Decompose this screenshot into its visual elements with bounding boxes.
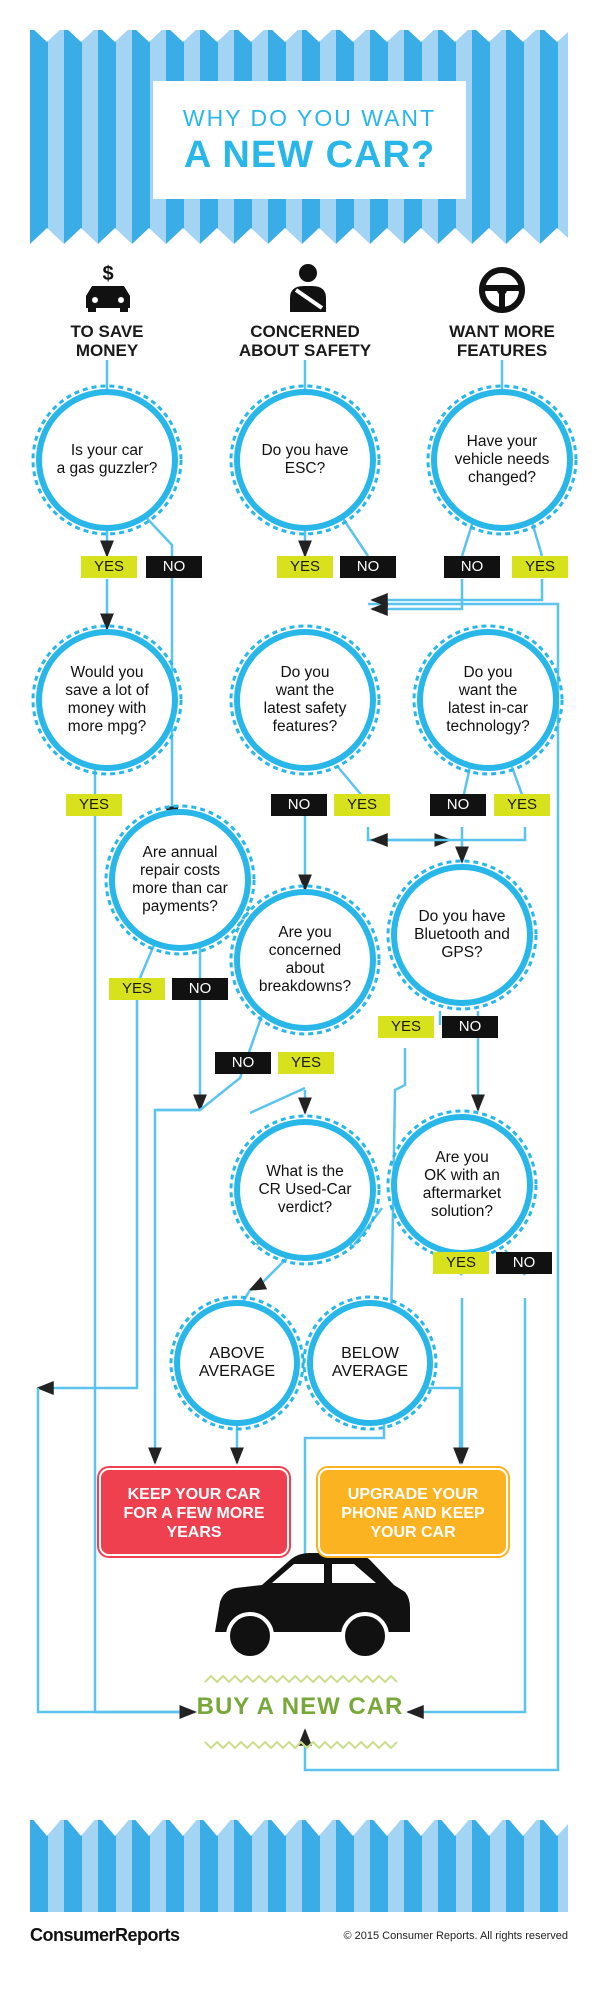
car-silhouette-icon xyxy=(215,1553,410,1660)
outcome-keep-car: KEEP YOUR CAR FOR A FEW MORE YEARS xyxy=(99,1468,289,1556)
circle-save-money xyxy=(31,624,183,776)
circle-gas-guzzler xyxy=(31,384,183,536)
circle-bluetooth-gps xyxy=(386,859,538,1011)
tag-no-in-car-tech: NO xyxy=(430,794,486,816)
tag-no-esc: NO xyxy=(340,556,396,578)
question-esc: Do you have ESC? xyxy=(261,442,349,477)
tag-yes-esc: YES xyxy=(277,556,333,578)
title-box: WHY DO YOU WANT A NEW CAR? xyxy=(153,81,466,199)
tag-yes-breakdowns: YES xyxy=(278,1052,334,1074)
footer-band xyxy=(30,1816,568,1912)
seatbelt-person-icon xyxy=(282,262,330,319)
question-gas-guzzler: Is your car a gas guzzler? xyxy=(56,442,158,477)
tag-yes-needs-changed: YES xyxy=(512,556,568,578)
tag-yes-bluetooth-gps: YES xyxy=(378,1016,434,1038)
tag-yes-gas-guzzler: YES xyxy=(81,556,137,578)
answer-below-average: BELOW AVERAGE xyxy=(331,1345,409,1380)
circle-above-average xyxy=(169,1295,305,1431)
tag-yes-repair-costs: YES xyxy=(109,978,165,1000)
question-safety-features: Do you want the latest safety features? xyxy=(263,664,347,735)
tag-no-breakdowns: NO xyxy=(215,1052,271,1074)
question-in-car-tech: Do you want the latest in-car technology… xyxy=(446,664,530,735)
steering-wheel-icon xyxy=(478,266,526,319)
outcome-upgrade-phone: UPGRADE YOUR PHONE AND KEEP YOUR CAR xyxy=(318,1468,508,1556)
circle-verdict xyxy=(229,1114,381,1266)
question-repair-costs: Are annual repair costs more than car pa… xyxy=(132,844,228,915)
circle-in-car-tech xyxy=(412,624,564,776)
circle-breakdowns xyxy=(229,884,381,1036)
tag-no-needs-changed: NO xyxy=(444,556,500,578)
question-aftermarket: Are you OK with an aftermarket solution? xyxy=(422,1149,502,1220)
tag-yes-in-car-tech: YES xyxy=(494,794,550,816)
circle-repair-costs xyxy=(104,804,256,956)
outcome-buy-new-car: BUY A NEW CAR xyxy=(196,1693,404,1720)
circle-needs-changed xyxy=(426,384,578,536)
circle-esc xyxy=(229,384,381,536)
svg-text:$: $ xyxy=(102,263,113,285)
circle-safety-features xyxy=(229,624,381,776)
title-line-2: A NEW CAR? xyxy=(183,134,436,176)
question-save-money: Would you save a lot of money with more … xyxy=(65,664,149,735)
answer-above-average: ABOVE AVERAGE xyxy=(198,1345,276,1380)
question-needs-changed: Have your vehicle needs changed? xyxy=(454,433,550,486)
circle-below-average xyxy=(302,1295,438,1431)
copyright-text: © 2015 Consumer Reports. All rights rese… xyxy=(343,1930,568,1942)
tag-no-gas-guzzler: NO xyxy=(146,556,202,578)
tag-no-repair-costs: NO xyxy=(172,978,228,1000)
category-features: WANT MORE FEATURES xyxy=(449,322,555,360)
question-bluetooth-gps: Do you have Bluetooth and GPS? xyxy=(414,908,510,961)
category-save-money: TO SAVE MONEY xyxy=(70,322,144,360)
buy-zigzag xyxy=(204,1674,398,1750)
tag-no-aftermarket: NO xyxy=(496,1252,552,1274)
category-safety: CONCERNED ABOUT SAFETY xyxy=(238,322,372,360)
question-circles xyxy=(31,384,578,1431)
question-breakdowns: Are you concerned about breakdowns? xyxy=(258,924,352,995)
title-line-1: WHY DO YOU WANT xyxy=(182,105,437,131)
question-verdict: What is the CR Used-Car verdict? xyxy=(258,1163,352,1216)
tag-no-safety-features: NO xyxy=(271,794,327,816)
tag-no-bluetooth-gps: NO xyxy=(442,1016,498,1038)
tag-yes-save-money: YES xyxy=(66,794,122,816)
tag-yes-safety-features: YES xyxy=(334,794,390,816)
car-dollar-icon: $ xyxy=(80,262,136,319)
tag-yes-aftermarket: YES xyxy=(433,1252,489,1274)
consumer-reports-logo: ConsumerReports xyxy=(30,1925,180,1945)
